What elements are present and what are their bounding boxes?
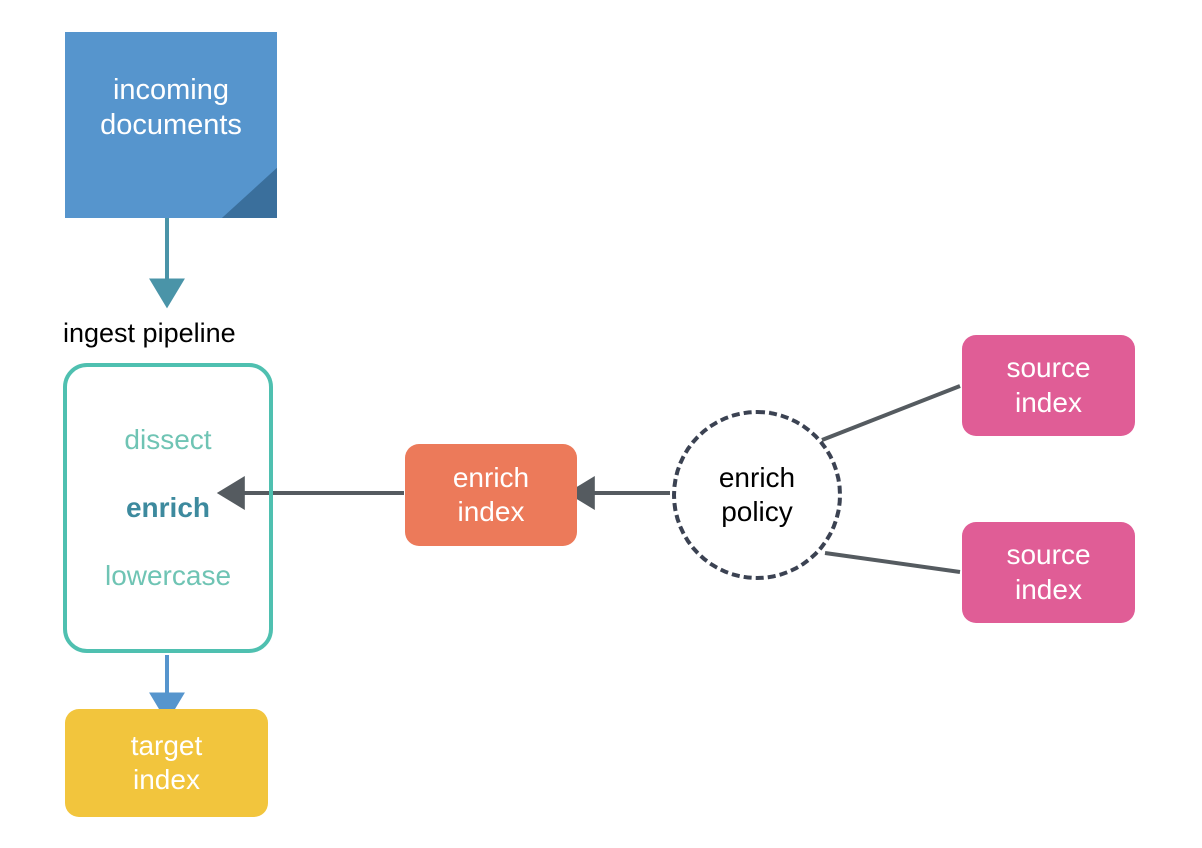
source-index-top-node[interactable]: source index bbox=[962, 335, 1135, 436]
enrich-index-node[interactable]: enrich index bbox=[405, 444, 577, 546]
edge-source-index-top-to-policy bbox=[821, 384, 961, 442]
processor-dissect[interactable]: dissect bbox=[124, 424, 212, 455]
target-index-node[interactable]: target index bbox=[65, 709, 268, 817]
ingest-pipeline-processor-list: dissect enrich lowercase bbox=[63, 363, 273, 653]
incoming-documents-label: incoming documents bbox=[100, 73, 242, 141]
processor-lowercase[interactable]: lowercase bbox=[104, 560, 232, 591]
document-page-shape bbox=[65, 32, 277, 218]
source-index-bottom-node[interactable]: source index bbox=[962, 522, 1135, 623]
ingest-pipeline-container[interactable] bbox=[63, 363, 273, 653]
enrich-policy-node[interactable]: enrich policy bbox=[672, 410, 842, 580]
edge-source-index-bottom-to-policy bbox=[824, 551, 961, 574]
incoming-documents-node[interactable]: incoming documents bbox=[65, 32, 277, 218]
processor-enrich[interactable]: enrich bbox=[125, 492, 211, 523]
ingest-pipeline-caption: ingest pipeline bbox=[63, 318, 236, 348]
